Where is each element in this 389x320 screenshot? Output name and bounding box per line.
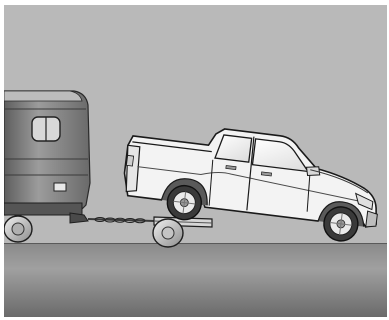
towing-scene <box>4 5 387 317</box>
road <box>4 243 387 317</box>
towing-illustration <box>4 5 387 317</box>
